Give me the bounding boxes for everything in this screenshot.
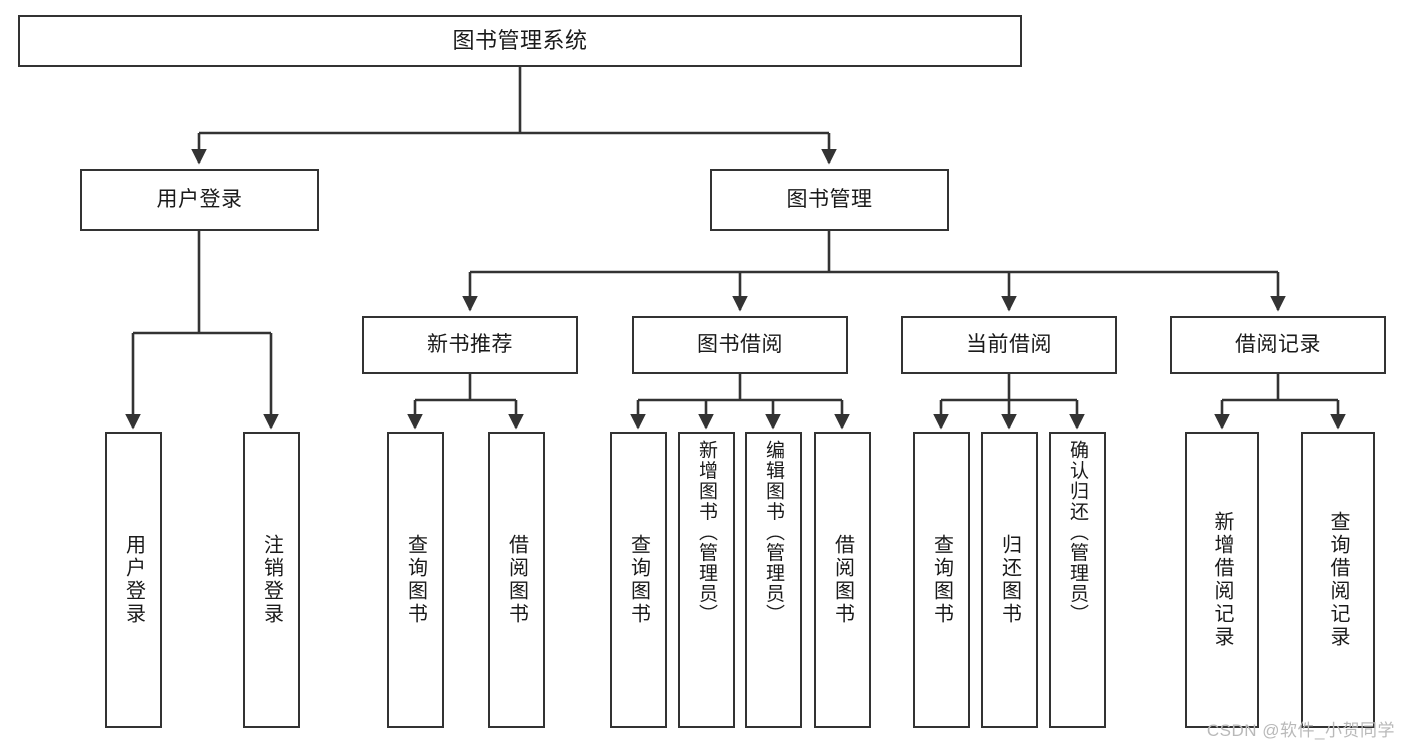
node-leaf-edit-book-admin[interactable]: 编辑图书（管理员）	[745, 432, 802, 728]
node-label: 新增图书（管理员）	[696, 440, 717, 625]
node-label: 用户登录	[156, 188, 243, 212]
node-leaf-query-book-1[interactable]: 查询图书	[387, 432, 444, 728]
node-book-borrow[interactable]: 图书借阅	[632, 316, 848, 374]
node-label: 图书借阅	[697, 333, 783, 357]
node-label: 当前借阅	[966, 333, 1052, 357]
node-label: 图书管理	[786, 188, 873, 212]
node-borrow-record[interactable]: 借阅记录	[1170, 316, 1386, 374]
node-leaf-query-borrow-record[interactable]: 查询借阅记录	[1301, 432, 1375, 728]
node-label: 查询图书	[404, 534, 427, 626]
csdn-watermark: CSDN @软件_小贺同学	[1206, 721, 1395, 740]
node-label: 编辑图书（管理员）	[763, 440, 784, 625]
node-user-login[interactable]: 用户登录	[80, 169, 319, 231]
node-label: 确认归还（管理员）	[1067, 440, 1088, 625]
node-label: 查询借阅记录	[1327, 511, 1349, 649]
node-label: 借阅图书	[831, 534, 854, 626]
node-leaf-return-book[interactable]: 归还图书	[981, 432, 1038, 728]
node-leaf-logout-login[interactable]: 注销登录	[243, 432, 300, 728]
node-label: 查询图书	[627, 534, 650, 626]
node-leaf-confirm-return-admin[interactable]: 确认归还（管理员）	[1049, 432, 1106, 728]
node-label: 查询图书	[930, 534, 953, 626]
node-new-book-recommend[interactable]: 新书推荐	[362, 316, 578, 374]
node-leaf-query-book-3[interactable]: 查询图书	[913, 432, 970, 728]
node-leaf-borrow-book-2[interactable]: 借阅图书	[814, 432, 871, 728]
node-leaf-add-book-admin[interactable]: 新增图书（管理员）	[678, 432, 735, 728]
node-label: 归还图书	[998, 534, 1021, 626]
node-book-management-system[interactable]: 图书管理系统	[18, 15, 1022, 67]
node-leaf-borrow-book-1[interactable]: 借阅图书	[488, 432, 545, 728]
node-label: 图书管理系统	[452, 27, 588, 53]
node-label: 新增借阅记录	[1211, 511, 1233, 649]
node-leaf-query-book-2[interactable]: 查询图书	[610, 432, 667, 728]
node-label: 用户登录	[122, 534, 145, 626]
node-leaf-add-borrow-record[interactable]: 新增借阅记录	[1185, 432, 1259, 728]
node-label: 借阅记录	[1235, 333, 1321, 357]
node-label: 新书推荐	[427, 333, 513, 357]
node-current-borrow[interactable]: 当前借阅	[901, 316, 1117, 374]
node-book-manage[interactable]: 图书管理	[710, 169, 949, 231]
node-label: 借阅图书	[505, 534, 528, 626]
node-label: 注销登录	[260, 534, 283, 626]
node-leaf-user-login[interactable]: 用户登录	[105, 432, 162, 728]
